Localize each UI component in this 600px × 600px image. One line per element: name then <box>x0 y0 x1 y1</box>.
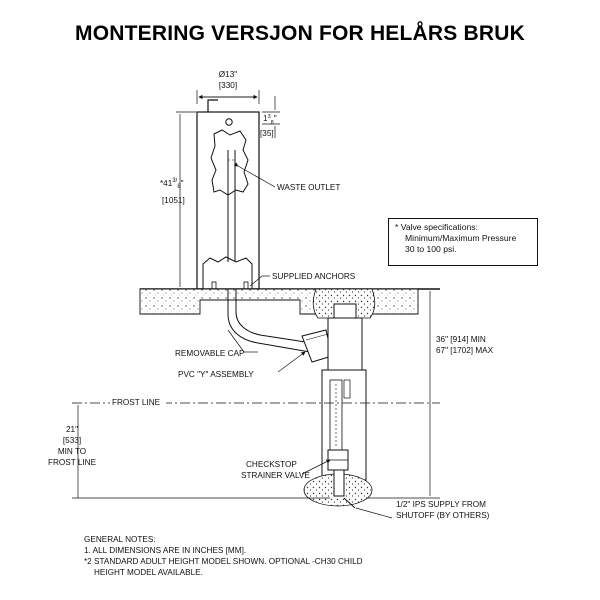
pvc-y-callout: PVC "Y" ASSEMBLY <box>178 351 306 379</box>
frost-in-label: 21" <box>66 425 78 434</box>
frost-line-label: FROST LINE <box>112 398 161 407</box>
width-in-label: Ø13" <box>219 70 237 79</box>
page-title: MONTERING VERSJON FOR HELÅRS BRUK <box>75 22 525 45</box>
valve-spec-line-1: * Valve specifications: <box>395 222 478 232</box>
supply-callout: 1/2" IPS SUPPLY FROM SHUTOFF (BY OTHERS) <box>355 500 490 520</box>
frost-line-text: FROST LINE <box>48 458 97 467</box>
note-2a: *2 STANDARD ADULT HEIGHT MODEL SHOWN. OP… <box>84 557 363 566</box>
checkstop-callout: CHECKSTOP STRAINER VALVE <box>241 459 331 480</box>
spout-in-label: 138" <box>263 114 277 126</box>
waste-outlet-label: WASTE OUTLET <box>277 183 340 192</box>
frost-line: FROST LINE <box>72 396 440 407</box>
valve-spec-line-2: Minimum/Maximum Pressure <box>405 233 517 243</box>
width-dimension: Ø13" [330] <box>196 70 260 104</box>
pedestal-column <box>196 99 260 295</box>
supplied-anchors-label: SUPPLIED ANCHORS <box>272 272 356 281</box>
checkstop-label-1: CHECKSTOP <box>246 460 297 469</box>
depth-min-label: 36" [914] MIN <box>436 335 486 344</box>
height-mm-label: [1051] <box>162 196 185 205</box>
notes-heading: GENERAL NOTES: <box>84 535 156 544</box>
depth-dimension: 36" [914] MIN 67" [1702] MAX <box>366 288 494 499</box>
spout-mm-label: [35] <box>260 129 274 138</box>
note-1: 1. ALL DIMENSIONS ARE IN INCHES [MM]. <box>84 546 247 555</box>
height-in-label: *413/8" <box>160 178 184 190</box>
valve-assembly <box>303 303 373 509</box>
waste-outlet-callout: WASTE OUTLET <box>233 162 340 192</box>
note-2b: HEIGHT MODEL AVAILABLE. <box>94 568 203 577</box>
spout-dimension: 138" [35] <box>260 96 280 138</box>
checkstop-label-2: STRAINER VALVE <box>241 471 310 480</box>
removable-cap-label: REMOVABLE CAP <box>175 349 245 358</box>
frost-min-label: MIN TO <box>58 447 86 456</box>
pvc-y-label: PVC "Y" ASSEMBLY <box>178 370 254 379</box>
drain-pipe <box>227 289 333 363</box>
valve-spec-line-3: 30 to 100 psi. <box>405 244 457 254</box>
supply-label-1: 1/2" IPS SUPPLY FROM <box>396 500 486 509</box>
depth-max-label: 67" [1702] MAX <box>436 346 494 355</box>
valve-spec-box: * Valve specifications: Minimum/Maximum … <box>388 218 538 266</box>
supplied-anchors-callout: SUPPLIED ANCHORS <box>249 272 356 287</box>
removable-cap-callout: REMOVABLE CAP <box>175 329 258 358</box>
concrete-slab <box>139 288 440 319</box>
frost-mm-label: [533] <box>63 436 81 445</box>
width-mm-label: [330] <box>219 81 237 90</box>
supply-label-2: SHUTOFF (BY OTHERS) <box>396 511 490 520</box>
frost-depth-dimension: 21" [533] MIN TO FROST LINE <box>48 405 330 499</box>
general-notes: GENERAL NOTES: 1. ALL DIMENSIONS ARE IN … <box>84 534 363 578</box>
height-dimension: *413/8" [1051] <box>160 111 196 287</box>
